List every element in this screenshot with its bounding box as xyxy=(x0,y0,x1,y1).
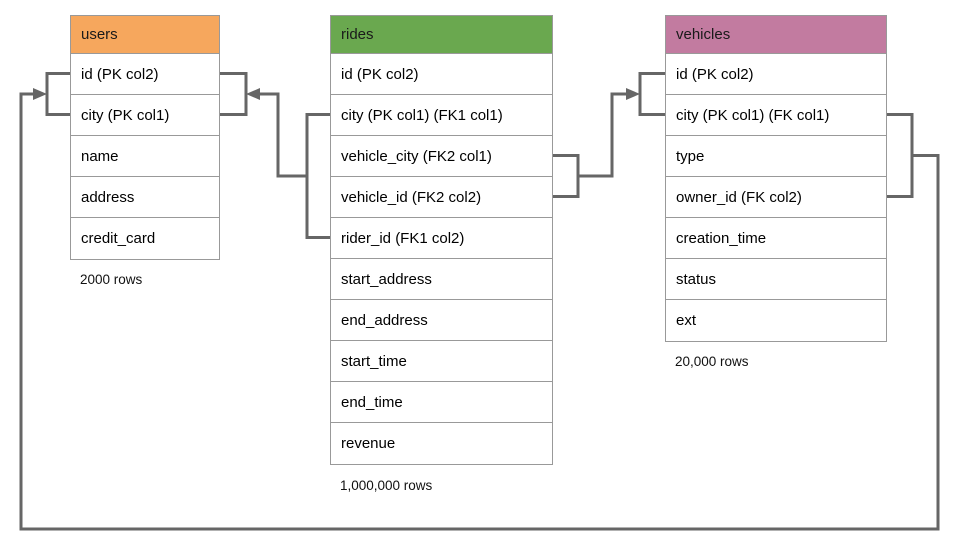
table-vehicles-columns: id (PK col2)city (PK col1) (FK col1)type… xyxy=(666,54,886,341)
table-rides-name: rides xyxy=(331,16,552,54)
users-row-count: 2000 rows xyxy=(80,272,143,287)
table-row: credit_card xyxy=(71,218,219,259)
table-row: revenue xyxy=(331,423,552,464)
vehicles-row-count: 20,000 rows xyxy=(675,354,749,369)
vehicles-left-bracket xyxy=(638,72,665,116)
relationship-rides-users xyxy=(220,72,330,239)
table-row: end_address xyxy=(331,300,552,341)
table-row: city (PK col1) (FK1 col1) xyxy=(331,95,552,136)
table-row: id (PK col2) xyxy=(331,54,552,95)
table-row: id (PK col2) xyxy=(666,54,886,95)
arrowhead-right-icon xyxy=(33,88,47,100)
rides-fk1-bracket xyxy=(260,92,330,239)
table-row: end_time xyxy=(331,382,552,423)
table-row: vehicle_id (FK2 col2) xyxy=(331,177,552,218)
users-right-bracket xyxy=(220,72,248,116)
table-row: city (PK col1) (FK col1) xyxy=(666,95,886,136)
table-row: owner_id (FK col2) xyxy=(666,177,886,218)
users-left-bracket xyxy=(45,72,70,116)
arrowhead-right-icon xyxy=(626,88,640,100)
table-row: city (PK col1) xyxy=(71,95,219,136)
relationship-rides-vehicles xyxy=(553,72,665,198)
table-rides-columns: id (PK col2)city (PK col1) (FK1 col1)veh… xyxy=(331,54,552,464)
table-rides: rides id (PK col2)city (PK col1) (FK1 co… xyxy=(330,15,553,465)
table-users-name: users xyxy=(71,16,219,54)
table-row: address xyxy=(71,177,219,218)
table-row: id (PK col2) xyxy=(71,54,219,95)
table-row: start_address xyxy=(331,259,552,300)
table-row: type xyxy=(666,136,886,177)
table-row: vehicle_city (FK2 col1) xyxy=(331,136,552,177)
rides-row-count: 1,000,000 rows xyxy=(340,478,433,493)
table-vehicles: vehicles id (PK col2)city (PK col1) (FK … xyxy=(665,15,887,342)
table-row: status xyxy=(666,259,886,300)
table-row: ext xyxy=(666,300,886,341)
table-row: start_time xyxy=(331,341,552,382)
arrowhead-left-icon xyxy=(246,88,260,100)
rides-fk2-bracket xyxy=(553,92,627,198)
table-row: name xyxy=(71,136,219,177)
table-row: creation_time xyxy=(666,218,886,259)
table-row: rider_id (FK1 col2) xyxy=(331,218,552,259)
table-vehicles-name: vehicles xyxy=(666,16,886,54)
